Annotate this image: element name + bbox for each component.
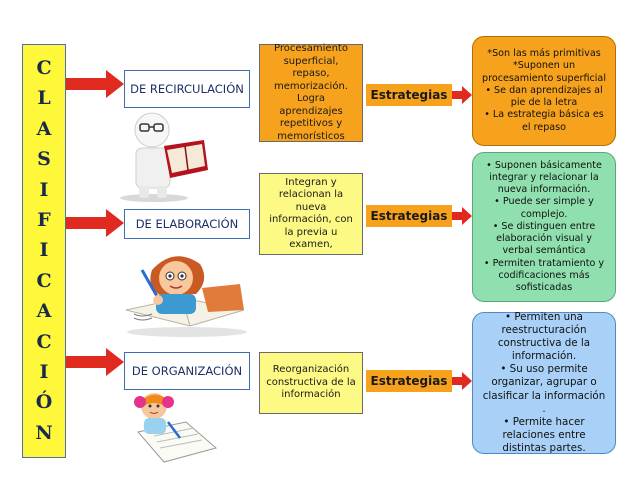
strategy-label-text: Estrategias <box>370 209 448 223</box>
type-box-elaboracion: DE ELABORACIÓN <box>124 209 250 239</box>
strategy-label-text: Estrategias <box>370 88 448 102</box>
strategies-box-organizacion: • Permiten una reestructuración construc… <box>472 310 616 455</box>
arrow-to-strategies-2 <box>452 207 472 225</box>
title-letter: A <box>36 300 52 323</box>
strategy-item: • Permiten una reestructuración construc… <box>497 310 591 363</box>
type-box-organizacion: DE ORGANIZACIÓN <box>124 352 250 390</box>
reading-figure-illustration <box>120 112 208 202</box>
strategy-label-recirculacion: Estrategias <box>366 84 452 106</box>
description-text: Integran y relacionan la nueva informaci… <box>269 176 353 251</box>
strategies-box-elaboracion: • Suponen básicamente integrar y relacio… <box>472 152 616 302</box>
title-letter: Ó <box>35 391 53 414</box>
strategy-item: • Permite hacer relaciones entre distint… <box>502 415 586 455</box>
description-box-elaboracion: Integran y relacionan la nueva informaci… <box>259 173 363 255</box>
arrow-elaboracion <box>66 209 124 237</box>
strategy-item: • Se dan aprendizajes al pie de la letra <box>485 84 603 109</box>
description-box-recirculacion: Procesamiento superficial, repaso, memor… <box>259 43 363 142</box>
arrow-organizacion <box>66 348 124 376</box>
strategy-item: • Se distinguen entre elaboración visual… <box>492 220 596 257</box>
strategy-label-organizacion: Estrategias <box>366 370 452 392</box>
type-box-recirculacion: DE RECIRCULACIÓN <box>124 70 250 108</box>
type-label: DE ORGANIZACIÓN <box>131 363 243 378</box>
arrow-to-strategies-1 <box>452 86 472 104</box>
strategy-item: *Suponen un procesamiento superficial <box>482 60 606 84</box>
girl-writing-illustration <box>134 393 218 463</box>
strategies-box-recirculacion: *Son las más primitivas*Suponen un proce… <box>472 36 616 146</box>
title-letter: I <box>39 239 49 262</box>
type-label: DE RECIRCULACIÓN <box>130 81 244 96</box>
title-letter: C <box>36 330 52 353</box>
strategy-label-text: Estrategias <box>370 374 448 388</box>
strategy-item: • La estrategia básica es el repaso <box>484 109 604 133</box>
strategy-item: • Su uso permite organizar, agrupar o cl… <box>482 363 606 415</box>
title-letter: N <box>35 421 53 444</box>
description-text: Procesamiento superficial, repaso, memor… <box>274 43 348 142</box>
arrow-recirculacion <box>66 70 124 98</box>
strategy-item: • Permiten tratamiento y codificaciones … <box>483 257 605 294</box>
title-letter: L <box>37 87 51 110</box>
title-letter: F <box>37 209 51 232</box>
strategy-item: • Suponen básicamente integrar y relacio… <box>486 159 602 196</box>
title-letter: S <box>37 148 51 171</box>
strategy-item: • Puede ser simple y complejo. <box>494 196 594 220</box>
description-text: Reorganización constructiva de la inform… <box>266 364 356 401</box>
strategy-label-elaboracion: Estrategias <box>366 205 452 227</box>
title-letter: C <box>36 57 52 79</box>
student-writing-illustration <box>125 256 247 337</box>
title-letter: C <box>36 269 52 292</box>
arrow-to-strategies-3 <box>452 372 472 390</box>
title-letter: I <box>39 361 49 384</box>
strategy-item: *Son las más primitivas <box>487 48 601 60</box>
description-box-organizacion: Reorganización constructiva de la inform… <box>259 352 363 414</box>
title-letter: I <box>39 178 49 201</box>
title-letter: A <box>36 117 52 140</box>
type-label: DE ELABORACIÓN <box>135 216 239 231</box>
